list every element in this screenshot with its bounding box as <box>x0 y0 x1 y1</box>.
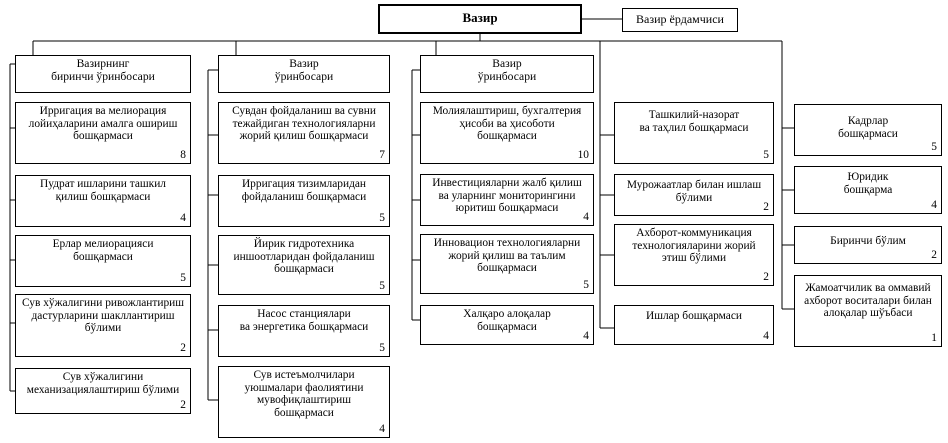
department-name: Инновацион технологияларни жорий қилиш в… <box>433 237 581 275</box>
department-box: Биринчи бўлим 2 <box>794 226 942 264</box>
department-name: Насос станциялари ва энергетика бошқарма… <box>239 308 369 333</box>
staff-count: 2 <box>931 249 937 261</box>
staff-count: 4 <box>583 211 589 223</box>
department-box: Халқаро алоқалар бошқармаси 4 <box>420 305 594 345</box>
department-name: Ишлар бошқармаси <box>646 310 742 322</box>
staff-count: 10 <box>577 149 589 161</box>
department-name: Юридик бошқарма <box>843 171 893 196</box>
department-box: Молиялаштириш, бухгалтерия ҳисоби ва ҳис… <box>420 102 594 164</box>
staff-count: 2 <box>763 201 769 213</box>
department-box: Ерлар мелиорацияси бошқармаси 5 <box>15 235 191 287</box>
department-name: Сув хўжалигини механизациялаштириш бўлим… <box>26 371 180 396</box>
staff-count: 5 <box>379 280 385 292</box>
first-deputy-box: Вазирнинг биринчи ўринбосари <box>15 55 191 93</box>
department-box: Инвестицияларни жалб қилиш ва уларнинг м… <box>420 174 594 226</box>
department-name: Ахборот-коммуникация технологияларини жо… <box>632 227 756 265</box>
department-name: Кадрлар бошқармаси <box>838 115 898 140</box>
staff-count: 8 <box>180 149 186 161</box>
department-box: Пудрат ишларини ташкил қилиш бошқармаси … <box>15 175 191 227</box>
department-name: Йирик гидротехника иншоотларидан фойдала… <box>233 238 375 276</box>
department-box: Сувдан фойдаланиш ва сувни тежайдиган те… <box>218 102 390 164</box>
staff-count: 1 <box>931 332 937 344</box>
department-name: Мурожаатлар билан ишлаш бўлими <box>626 179 762 204</box>
deputy-label-2: Вазир ўринбосари <box>274 57 334 83</box>
staff-count: 5 <box>379 212 385 224</box>
department-box: Ирригация тизимларидан фойдаланиш бошқар… <box>218 175 390 227</box>
deputy-label-3: Вазир ўринбосари <box>477 57 537 83</box>
department-box: Сув истеъмолчилари уюшмалари фаолиятини … <box>218 366 390 438</box>
staff-count: 4 <box>180 212 186 224</box>
department-box: Сув хўжалигини механизациялаштириш бўлим… <box>15 368 191 414</box>
department-name: Сув хўжалигини ривожлантириш дастурларин… <box>21 297 185 335</box>
assistant-label: Вазир ёрдамчиси <box>636 12 724 26</box>
department-name: Биринчи бўлим <box>830 235 906 247</box>
department-name: Сув истеъмолчилари уюшмалари фаолиятини … <box>244 369 364 419</box>
staff-count: 4 <box>931 199 937 211</box>
department-name: Ташкилий-назорат ва таҳлил бошқармаси <box>639 109 749 134</box>
deputy-box-3: Вазир ўринбосари <box>420 55 594 93</box>
staff-count: 7 <box>379 149 385 161</box>
department-name: Ирригация тизимларидан фойдаланиш бошқар… <box>241 178 367 203</box>
staff-count: 4 <box>583 330 589 342</box>
department-box: Ахборот-коммуникация технологияларини жо… <box>614 224 774 286</box>
department-box: Йирик гидротехника иншоотларидан фойдала… <box>218 235 390 295</box>
deputy-box-2: Вазир ўринбосари <box>218 55 390 93</box>
department-name: Молиялаштириш, бухгалтерия ҳисоби ва ҳис… <box>432 105 582 143</box>
department-box: Сув хўжалигини ривожлантириш дастурларин… <box>15 294 191 357</box>
staff-count: 5 <box>763 149 769 161</box>
staff-count: 5 <box>180 272 186 284</box>
minister-box: Вазир <box>378 4 582 34</box>
department-box: Юридик бошқарма 4 <box>794 166 942 214</box>
staff-count: 2 <box>180 342 186 354</box>
department-box: Мурожаатлар билан ишлаш бўлими 2 <box>614 174 774 216</box>
department-box: Жамоатчилик ва оммавий ахборот воситалар… <box>794 275 942 347</box>
staff-count: 2 <box>180 399 186 411</box>
staff-count: 4 <box>763 330 769 342</box>
staff-count: 5 <box>379 342 385 354</box>
department-box: Ташкилий-назорат ва таҳлил бошқармаси 5 <box>614 102 774 164</box>
assistant-box: Вазир ёрдамчиси <box>622 8 738 32</box>
department-name: Ерлар мелиорацияси бошқармаси <box>52 238 154 263</box>
department-box: Насос станциялари ва энергетика бошқарма… <box>218 305 390 357</box>
staff-count: 2 <box>763 271 769 283</box>
staff-count: 4 <box>379 423 385 435</box>
department-name: Пудрат ишларини ташкил қилиш бошқармаси <box>40 178 166 203</box>
department-name: Инвестицияларни жалб қилиш ва уларнинг м… <box>432 177 582 215</box>
department-box: Ирригация ва мелиорация лойиҳаларини ама… <box>15 102 191 164</box>
department-name: Ирригация ва мелиорация лойиҳаларини ама… <box>28 105 178 143</box>
department-box: Ишлар бошқармаси 4 <box>614 305 774 345</box>
department-box: Инновацион технологияларни жорий қилиш в… <box>420 234 594 294</box>
department-name: Жамоатчилик ва оммавий ахборот воситалар… <box>804 282 932 320</box>
department-box: Кадрлар бошқармаси 5 <box>794 104 942 156</box>
department-name: Халқаро алоқалар бошқармаси <box>463 308 551 333</box>
department-name: Сувдан фойдаланиш ва сувни тежайдиган те… <box>232 105 376 143</box>
staff-count: 5 <box>931 141 937 153</box>
minister-label: Вазир <box>462 10 498 25</box>
staff-count: 5 <box>583 279 589 291</box>
first-deputy-label: Вазирнинг биринчи ўринбосари <box>51 57 155 83</box>
